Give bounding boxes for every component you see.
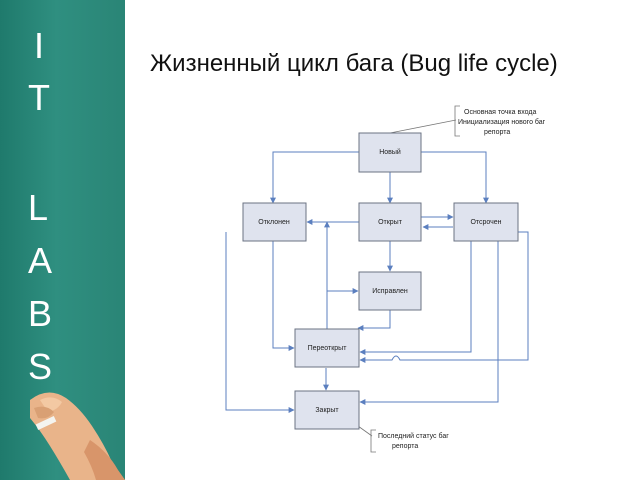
entry-note-leader	[389, 119, 457, 134]
final-status-note: Последний статус баг репорта	[370, 429, 449, 453]
connector-arrows	[225, 151, 529, 413]
state-fixed: Исправлен	[358, 271, 422, 311]
arrow-rejected-to-reopened	[272, 241, 295, 351]
sidebar-letter-a: A	[28, 240, 53, 281]
arrow-deferred-to-reopened	[359, 241, 472, 355]
entry-note-line-1: Основная точка входа	[464, 109, 536, 116]
final-note-line-2: репорта	[392, 443, 418, 450]
state-closed-label: Закрыт	[315, 407, 339, 414]
sidebar-letter-l: L	[28, 187, 49, 228]
hand-with-chalk-image	[30, 392, 125, 480]
arrow-deferred-to-closed-jumper	[359, 231, 529, 363]
arrow-rejected-to-closed	[225, 232, 295, 413]
slide-title: Жизненный цикл бага (Bug life cycle)	[150, 50, 558, 77]
chalkboard-sidebar: I T L A B S	[0, 0, 125, 480]
state-open-label: Открыт	[378, 219, 403, 226]
arrow-fixed-to-reopened	[357, 310, 391, 331]
arrow-rejected-to-fixed	[326, 222, 359, 294]
arrow-new-to-deferred	[421, 151, 489, 204]
state-rejected-label: Отклонен	[258, 219, 290, 226]
state-open: Открыт	[358, 202, 422, 242]
state-new-label: Новый	[379, 148, 401, 156]
state-reopened: Переоткрыт	[294, 328, 360, 368]
state-deferred-label: Отсрочен	[470, 219, 501, 226]
entry-note-line-3: репорта	[484, 129, 510, 136]
sidebar-letter-t: T	[28, 77, 50, 118]
final-note-line-1: Последний статус баг	[378, 432, 449, 440]
arrow-new-to-rejected	[270, 151, 359, 204]
sidebar-letter-i: I	[34, 25, 45, 66]
state-deferred: Отсрочен	[453, 202, 519, 242]
sidebar-letter-s: S	[28, 346, 53, 387]
state-rejected: Отклонен	[242, 202, 307, 242]
final-note-leader	[357, 425, 373, 437]
state-closed: Закрыт	[294, 390, 360, 430]
sidebar-letter-b: B	[28, 293, 53, 334]
entry-point-note: Основная точка входа Инициализация новог…	[454, 105, 546, 137]
entry-note-line-2: Инициализация нового баг	[458, 118, 546, 126]
arrow-deferred-to-closed	[359, 241, 499, 405]
state-fixed-label: Исправлен	[372, 288, 408, 295]
state-reopened-label: Переоткрыт	[308, 345, 348, 352]
state-new: Новый	[358, 132, 422, 173]
